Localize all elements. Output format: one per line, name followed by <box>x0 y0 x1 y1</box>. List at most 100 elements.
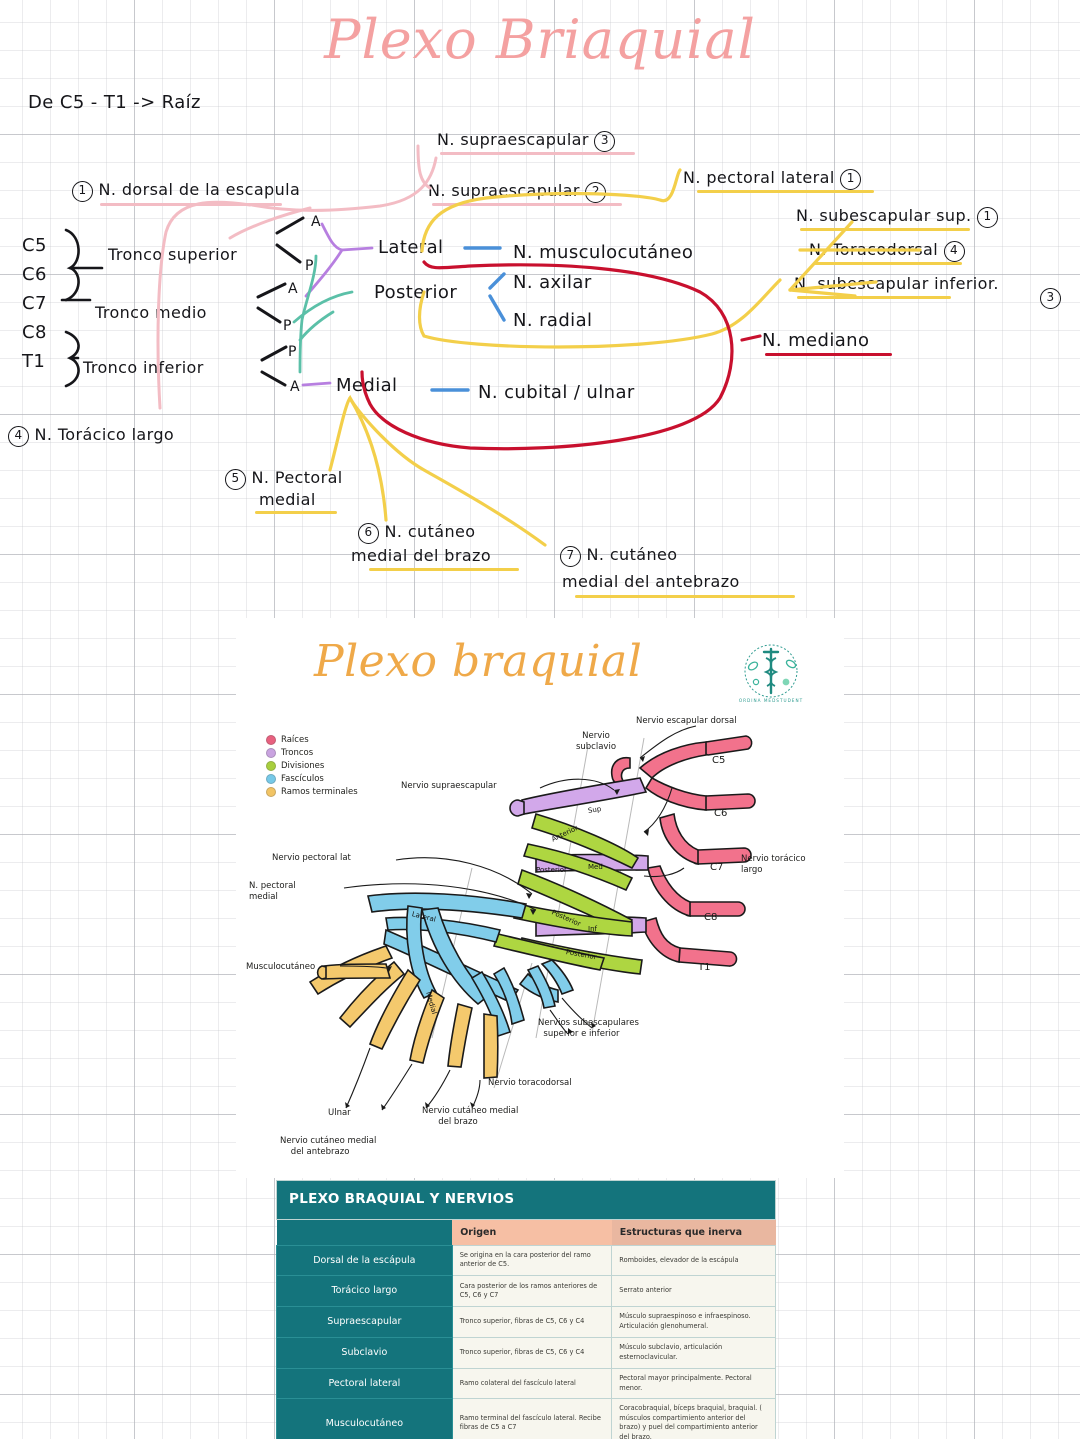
table-row: Dorsal de la escápula Se origina en la c… <box>276 1244 776 1277</box>
nerve-inerva: Músculo supraespinoso e infraespinoso. A… <box>611 1306 776 1338</box>
cord-lateral-label: Lateral <box>378 237 444 258</box>
underline-cutaneo-brazo <box>369 568 519 571</box>
branch-subescapular-sup: N. subescapular sup. 1 <box>796 206 998 228</box>
division-a-2: A <box>288 281 298 297</box>
nerve-name: Torácico largo <box>276 1275 453 1308</box>
division-p-2: P <box>283 318 292 334</box>
numbered-item-1: 1 N. dorsal de la escapula <box>72 180 300 202</box>
nerve-inerva: Serrato anterior <box>611 1275 776 1308</box>
branch-pectoral-lateral: N. pectoral lateral 1 <box>683 168 862 190</box>
page-title: Plexo Briaquial <box>324 8 756 71</box>
number-badge: 1 <box>840 169 862 190</box>
number-badge: 4 <box>8 426 29 447</box>
nerve-origen: Se origina en la cara posterior del ramo… <box>451 1244 613 1277</box>
legend-item-divisiones: Divisiones <box>266 761 358 771</box>
branch-subescapular-sup-label: N. subescapular sup. <box>796 206 972 225</box>
number-badge: 6 <box>358 523 379 544</box>
underline-subescapular-sup <box>800 228 970 231</box>
numbered-item-7: 7 N. cutáneo <box>560 545 677 567</box>
trunk-superior-label: Tronco superior <box>108 245 238 264</box>
brachial-plexus-diagram: Plexo braquial ORDINA MEDSTUDENT Raíces <box>236 618 844 1178</box>
callout-cutaneo-medial-antebrazo: Nervio cutáneo medial del antebrazo <box>280 1136 377 1157</box>
diagram-root-c6: C6 <box>714 808 728 819</box>
number-badge: 1 <box>976 207 998 228</box>
number-badge: 5 <box>225 469 246 490</box>
branch-pectoral-lateral-label: N. pectoral lateral <box>683 168 835 187</box>
root-c7: C7 <box>22 293 47 314</box>
callout-ulnar: Ulnar <box>328 1108 351 1118</box>
legend-item-ramos-terminales: Ramos terminales <box>266 787 358 797</box>
numbered-item-5-label-line2: medial <box>259 490 316 509</box>
nerve-inerva: Coracobraquial, bíceps braquial, braquia… <box>611 1398 776 1439</box>
legend-label: Troncos <box>281 748 314 758</box>
branch-toracodorsal-label: N. Toracodorsal <box>809 240 939 259</box>
branch-subescapular-inf: N. subescapular inferior. <box>794 274 999 294</box>
legend-dot-icon <box>266 748 276 758</box>
nerve-origen: Ramo terminal del fascículo lateral. Rec… <box>451 1398 613 1439</box>
callout-musculocutaneo: Musculocutáneo <box>246 962 316 972</box>
terminal-cubital-ulnar: N. cubital / ulnar <box>478 382 635 403</box>
legend-label: Ramos terminales <box>281 787 358 797</box>
branch-subescapular-inf-number: 3 <box>1040 287 1061 309</box>
nerve-name: Dorsal de la escápula <box>276 1244 453 1277</box>
callout-nervio-pectoral-lat: Nervio pectoral lat <box>272 853 351 863</box>
legend-dot-icon <box>266 787 276 797</box>
trunk-inferior-label: Tronco inferior <box>83 358 204 377</box>
numbered-item-7-label-line1: N. cutáneo <box>586 545 678 564</box>
underline-cutaneo-antebrazo <box>575 595 795 598</box>
diagram-root-c8: C8 <box>704 912 718 923</box>
underline-dorsal-escapula <box>100 203 282 206</box>
underline-subescapular-inf <box>797 296 951 299</box>
ordina-medstudent-logo: ORDINA MEDSTUDENT <box>736 636 806 706</box>
cord-medial-label: Medial <box>336 375 398 396</box>
nerve-inerva: Pectoral mayor principalmente. Pectoral … <box>611 1367 776 1400</box>
numbered-item-7-label-line2: medial del antebrazo <box>562 572 740 591</box>
callout-nervio-toracodorsal: Nervio toracodorsal <box>488 1078 572 1088</box>
underline-pectoral-medial <box>255 511 337 514</box>
diagram-root-t1: T1 <box>698 962 711 973</box>
callout-nervios-subescapulares: Nervios subescapulares superior e inferi… <box>538 1018 639 1039</box>
table-header-origen: Origen <box>452 1219 612 1246</box>
branch-supraescapular-2: N. supraescapular 2 <box>428 181 607 203</box>
table-header-row: Origen Estructuras que inerva <box>276 1219 776 1246</box>
nerve-reference-table: PLEXO BRAQUIAL Y NERVIOS Origen Estructu… <box>276 1180 776 1439</box>
terminal-musculocutaneo: N. musculocutáneo <box>513 242 694 263</box>
svg-text:ORDINA MEDSTUDENT: ORDINA MEDSTUDENT <box>739 698 803 703</box>
number-badge: 7 <box>560 546 581 567</box>
branch-supraescapular-3-label: N. supraescapular <box>437 130 589 149</box>
numbered-item-5: 5 N. Pectoral <box>225 468 343 490</box>
table-row: Subclavio Tronco superior, fibras de C5,… <box>276 1336 776 1369</box>
root-c6: C6 <box>22 264 47 285</box>
nerve-name: Pectoral lateral <box>276 1367 453 1400</box>
terminal-axilar: N. axilar <box>513 272 592 293</box>
band-posterior-1: Posterior <box>536 866 567 874</box>
nerve-name: Supraescapular <box>276 1306 453 1338</box>
numbered-item-1-label: N. dorsal de la escapula <box>98 180 301 199</box>
root-c8: C8 <box>22 322 47 343</box>
plexus-artwork: .rt { fill:#f2728c; stroke:#1a1a1a; stro… <box>308 725 756 1111</box>
underline-pectoral-lateral <box>697 190 874 193</box>
numbered-item-4: 4 N. Torácico largo <box>8 425 174 447</box>
number-badge: 1 <box>72 181 93 202</box>
diagram-legend: Raíces Troncos Divisiones Fascículos Ram… <box>266 735 358 800</box>
diagram-root-c5: C5 <box>712 755 726 766</box>
callout-nervio-escapular-dorsal: Nervio escapular dorsal <box>636 716 737 726</box>
root-t1: T1 <box>22 351 46 372</box>
nerve-origen: Tronco superior, fibras de C5, C6 y C4 <box>451 1306 613 1338</box>
nerve-origen: Tronco superior, fibras de C5, C6 y C4 <box>451 1336 613 1369</box>
numbered-item-6-label-line1: N. cutáneo <box>384 522 476 541</box>
cord-posterior-label: Posterior <box>374 282 458 303</box>
nerve-inerva: Músculo subclavio, articulación esternoc… <box>611 1336 776 1369</box>
nerve-name: Subclavio <box>276 1336 453 1369</box>
branch-supraescapular-3: N. supraescapular 3 <box>437 130 616 152</box>
division-a-1: A <box>311 214 321 230</box>
underline-mediano <box>765 353 892 356</box>
number-badge: 4 <box>943 241 965 262</box>
number-badge: 2 <box>585 182 607 203</box>
nerve-origen: Ramo colateral del fascículo lateral <box>451 1367 613 1400</box>
legend-item-fasciculos: Fascículos <box>266 774 358 784</box>
number-badge: 3 <box>594 131 616 152</box>
legend-dot-icon <box>266 774 276 784</box>
